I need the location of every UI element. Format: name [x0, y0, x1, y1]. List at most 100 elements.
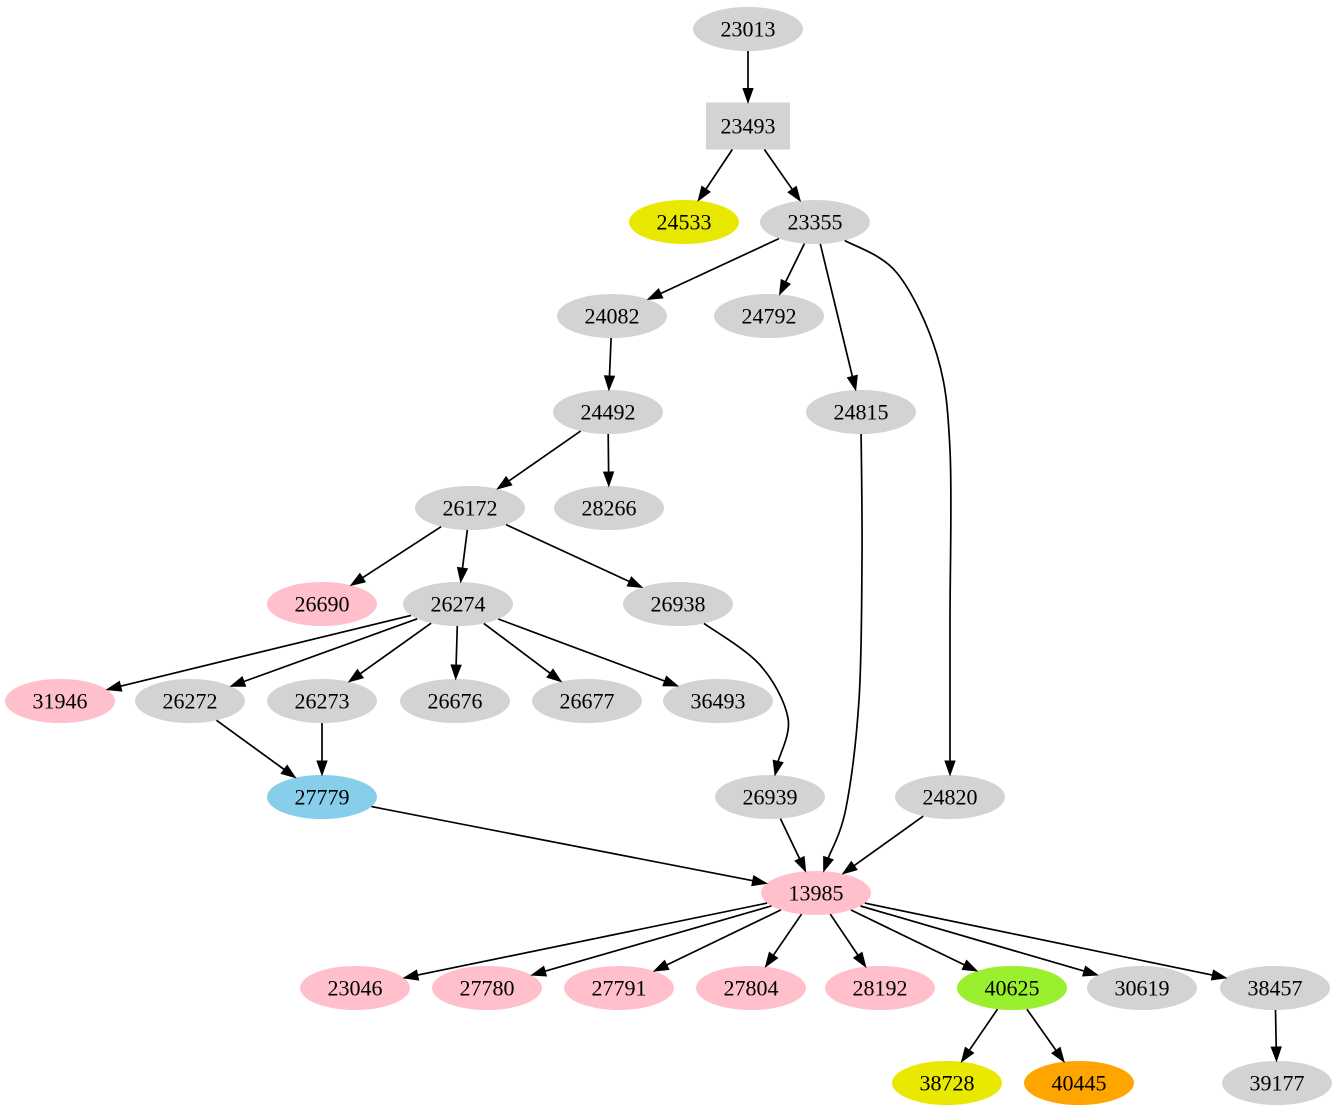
arrowhead-26274-26677 — [546, 668, 563, 683]
arrowhead-26274-26273 — [347, 668, 365, 683]
node-26690: 26690 — [267, 582, 377, 626]
arrowhead-26272-27779 — [280, 764, 297, 779]
arrowhead-26172-26274 — [456, 566, 469, 584]
edge-23493-24533 — [705, 149, 734, 190]
node-27779-label: 27779 — [295, 785, 350, 810]
edge-38457-39177 — [1274, 1009, 1278, 1048]
arrowhead-38457-39177 — [1270, 1046, 1282, 1063]
node-27780-ellipse-shape — [432, 966, 542, 1010]
edge-13985-27791 — [666, 909, 782, 966]
edge-26272-27779 — [216, 719, 285, 771]
node-38728-ellipse-shape — [892, 1061, 1002, 1105]
arrowhead-13985-27791 — [652, 959, 670, 972]
edge-23355-24815 — [819, 243, 854, 377]
node-30619-label: 30619 — [1115, 976, 1170, 1001]
node-24533: 24533 — [629, 200, 739, 244]
node-24815: 24815 — [806, 390, 916, 434]
arrowhead-26274-26272 — [229, 675, 247, 687]
node-26172-label: 26172 — [443, 496, 498, 521]
edge-24492-26172 — [508, 430, 582, 482]
node-23355: 23355 — [760, 200, 870, 244]
arrowhead-26274-26676 — [450, 664, 462, 681]
node-30619: 30619 — [1087, 966, 1197, 1010]
arrowhead-13985-28192 — [852, 951, 867, 969]
edge-40625-40445 — [1026, 1008, 1057, 1051]
node-38457: 38457 — [1220, 966, 1330, 1010]
node-23046-label: 23046 — [328, 976, 383, 1001]
node-27779: 27779 — [267, 775, 377, 819]
node-13985-label: 13985 — [789, 881, 844, 906]
arrowhead-26172-26690 — [349, 572, 367, 587]
edge-24815-13985 — [827, 433, 863, 859]
node-24820-label: 24820 — [923, 785, 978, 810]
node-26938: 26938 — [623, 582, 733, 626]
edge-26274-26273 — [359, 622, 432, 675]
edge-13985-30619 — [860, 905, 1085, 972]
node-24492: 24492 — [553, 390, 663, 434]
edge-13985-27780 — [544, 905, 772, 973]
arrowhead-24082-24492 — [603, 375, 616, 392]
node-24492-label: 24492 — [581, 400, 636, 425]
edge-23493-23355 — [763, 149, 793, 190]
arrowhead-24820-13985 — [841, 860, 858, 875]
node-36493-label: 36493 — [691, 689, 746, 714]
node-24792-label: 24792 — [742, 304, 797, 329]
edge-26274-26272 — [243, 618, 418, 683]
node-40445-label: 40445 — [1052, 1071, 1107, 1096]
edge-26172-26274 — [461, 529, 469, 569]
node-23493: 23493 — [706, 102, 790, 150]
node-26690-ellipse-shape — [267, 582, 377, 626]
node-38457-label: 38457 — [1248, 976, 1303, 1001]
node-24082: 24082 — [557, 294, 667, 338]
node-39177-label: 39177 — [1250, 1071, 1305, 1096]
node-24820-ellipse-shape — [895, 775, 1005, 819]
node-23493-label: 23493 — [721, 114, 776, 139]
arrowhead-23355-24820 — [944, 760, 956, 777]
node-28192-label: 28192 — [853, 976, 908, 1001]
node-24820: 24820 — [895, 775, 1005, 819]
arrowhead-40625-38728 — [960, 1046, 975, 1064]
node-13985: 13985 — [761, 871, 871, 915]
arrowhead-13985-23046 — [402, 969, 420, 981]
node-24533-label: 24533 — [657, 210, 712, 235]
arrowhead-26274-31946 — [105, 680, 123, 692]
node-26676-ellipse-shape — [400, 679, 510, 723]
node-26274: 26274 — [403, 582, 513, 626]
node-26938-ellipse-shape — [623, 582, 733, 626]
arrowhead-24815-13985 — [823, 855, 834, 873]
node-38457-ellipse-shape — [1220, 966, 1330, 1010]
node-26939-ellipse-shape — [715, 775, 825, 819]
node-27779-ellipse-shape — [267, 775, 377, 819]
arrowhead-23355-24792 — [778, 278, 792, 296]
node-27780-label: 27780 — [460, 976, 515, 1001]
node-13985-ellipse-shape — [761, 871, 871, 915]
node-31946-label: 31946 — [33, 689, 88, 714]
node-40445-ellipse-shape — [1024, 1061, 1134, 1105]
node-38728: 38728 — [892, 1061, 1002, 1105]
edge-layer — [105, 51, 1282, 1064]
node-39177: 39177 — [1222, 1061, 1332, 1105]
arrowhead-13985-38457 — [1210, 969, 1228, 981]
edge-24082-24492 — [608, 337, 612, 377]
node-26272-ellipse-shape — [135, 679, 245, 723]
node-26272-label: 26272 — [163, 689, 218, 714]
node-24533-ellipse-shape — [629, 200, 739, 244]
arrowhead-23355-24815 — [846, 374, 858, 392]
arrowhead-13985-27780 — [530, 965, 548, 977]
node-26273-label: 26273 — [295, 689, 350, 714]
edge-13985-38457 — [864, 902, 1213, 976]
edge-23355-24082 — [660, 237, 780, 295]
arrowhead-24492-28266 — [602, 471, 615, 488]
node-26676: 26676 — [400, 679, 510, 723]
node-39177-ellipse-shape — [1222, 1061, 1332, 1105]
node-27804: 27804 — [696, 966, 806, 1010]
node-23013-ellipse-shape — [693, 7, 803, 51]
node-40625: 40625 — [957, 966, 1067, 1010]
node-28192-ellipse-shape — [825, 966, 935, 1010]
node-27791-label: 27791 — [592, 976, 647, 1001]
arrowhead-23493-24533 — [697, 185, 711, 202]
node-27804-label: 27804 — [724, 976, 779, 1001]
node-23013-label: 23013 — [721, 17, 776, 42]
edge-13985-40625 — [850, 909, 965, 966]
edge-26274-26677 — [483, 622, 551, 674]
